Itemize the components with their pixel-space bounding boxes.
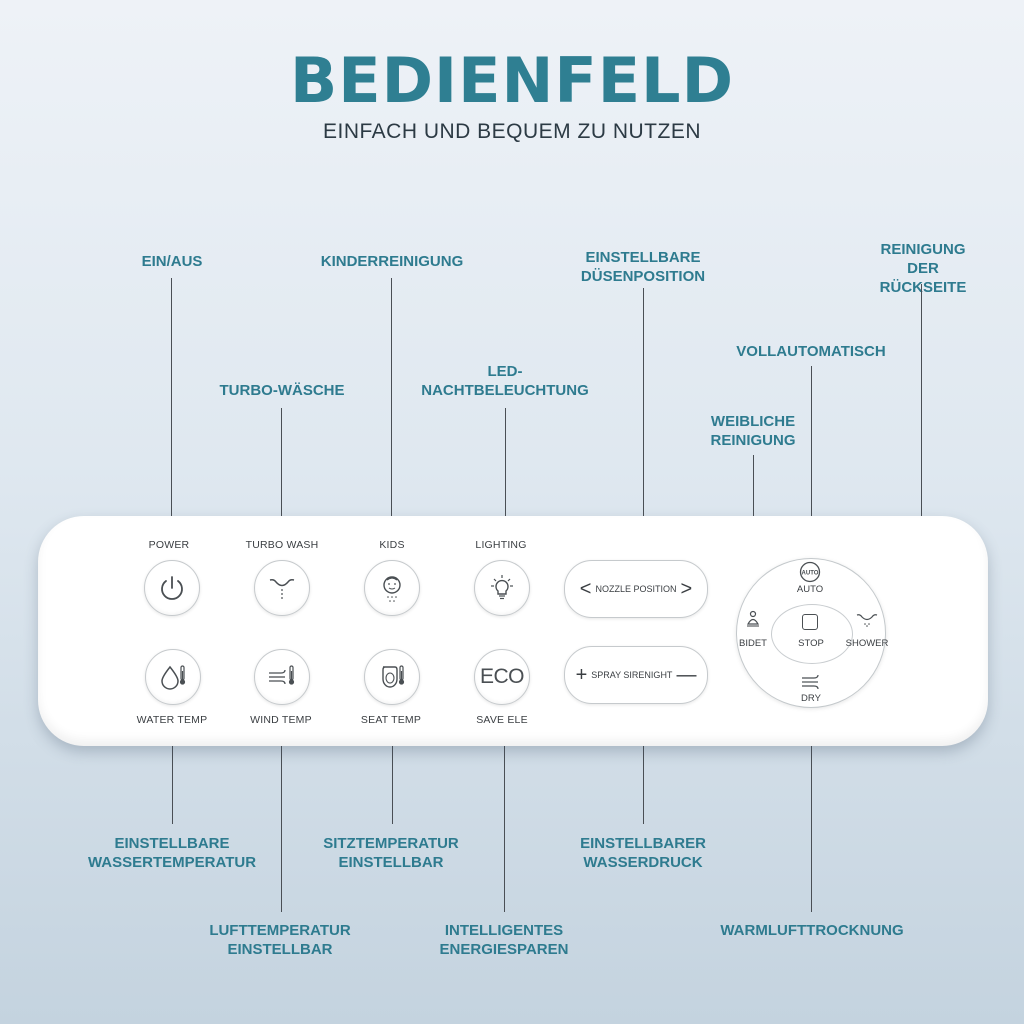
turbo-wash-icon — [269, 579, 295, 599]
leader-save-ele — [504, 738, 505, 912]
water-temp-button[interactable] — [145, 649, 201, 705]
nozzle-position-button[interactable]: < NOZZLE POSITION > — [564, 560, 708, 618]
leader-nozzle-position — [643, 288, 644, 550]
callout-nozzle-position: EINSTELLBARE DÜSENPOSITION — [580, 249, 706, 285]
bidet-label: BIDET — [739, 638, 767, 649]
callout-spray: EINSTELLBARER WASSERDRUCK — [580, 835, 706, 871]
kids-label: KIDS — [379, 539, 405, 551]
seat-thermometer-icon — [382, 665, 405, 688]
leader-wind-temp — [281, 738, 282, 912]
minus-icon: — — [676, 664, 697, 686]
auto-label: AUTO — [796, 584, 824, 595]
leader-lighting — [505, 408, 506, 538]
eco-text: ECO — [479, 665, 525, 688]
stop-icon — [802, 614, 818, 630]
callout-auto: VOLLAUTOMATISCH — [736, 343, 886, 360]
leader-turbo-wash — [281, 408, 282, 538]
lighting-label: LIGHTING — [475, 539, 527, 551]
turbo-wash-label: TURBO WASH — [245, 539, 319, 551]
leader-seat-temp — [392, 738, 393, 824]
water-temp-label: WATER TEMP — [136, 714, 208, 726]
spray-text: SPRAY SIRENIGHT — [591, 670, 673, 680]
water-drop-thermometer-icon — [161, 665, 186, 690]
leader-kids — [391, 278, 392, 538]
callout-turbo-wash: TURBO-WÄSCHE — [219, 382, 345, 399]
dry-icon[interactable] — [800, 673, 822, 691]
spray-pressure-button[interactable]: + SPRAY SIRENIGHT — — [564, 646, 708, 704]
callout-seat-temp: SITZTEMPERATUR EINSTELLBAR — [323, 835, 459, 871]
callout-wind-temp: LUFTTEMPERATUR EINSTELLBAR — [209, 922, 351, 958]
lightbulb-icon — [491, 575, 513, 600]
auto-icon-text: AUTO — [802, 571, 819, 577]
shower-icon[interactable] — [855, 610, 879, 628]
chevron-left-icon: < — [579, 578, 592, 600]
plus-icon: + — [575, 664, 588, 686]
stop-label: STOP — [798, 638, 824, 649]
nozzle-position-text: NOZZLE POSITION — [595, 584, 677, 594]
power-icon — [161, 576, 183, 600]
callout-save-ele: INTELLIGENTES ENERGIESPAREN — [439, 922, 569, 958]
callout-dry: WARMLUFTTROCKNUNG — [720, 922, 904, 939]
save-ele-label: SAVE ELE — [476, 714, 528, 726]
seat-temp-label: SEAT TEMP — [360, 714, 422, 726]
save-ele-button[interactable]: ECO — [474, 649, 530, 705]
callout-power: EIN/AUS — [141, 253, 203, 270]
lighting-button[interactable] — [474, 560, 530, 616]
power-label: POWER — [148, 539, 190, 551]
seat-temp-button[interactable] — [364, 649, 420, 705]
wind-thermometer-icon — [269, 665, 295, 685]
chevron-right-icon: > — [680, 578, 693, 600]
wind-temp-button[interactable] — [254, 649, 310, 705]
leader-shower-vertical — [921, 284, 922, 632]
leader-dry — [811, 712, 812, 912]
power-button[interactable] — [144, 560, 200, 616]
leader-spray — [643, 714, 644, 824]
bidet-icon[interactable] — [744, 610, 762, 630]
dry-label: DRY — [801, 693, 821, 704]
kids-button[interactable] — [364, 560, 420, 616]
callout-kids: KINDERREINIGUNG — [320, 253, 464, 270]
callout-shower: REINIGUNG DER RÜCKSEITE — [879, 241, 967, 296]
callout-water-temp: EINSTELLBARE WASSERTEMPERATUR — [87, 835, 257, 871]
leader-water-temp — [172, 738, 173, 824]
wind-temp-label: WIND TEMP — [250, 714, 312, 726]
turbo-wash-button[interactable] — [254, 560, 310, 616]
auto-icon[interactable]: AUTO — [799, 561, 821, 583]
callout-lighting: LED- NACHTBELEUCHTUNG — [421, 363, 589, 399]
leader-power — [171, 278, 172, 540]
page-title: BEDIENFELD — [289, 44, 735, 117]
leader-auto — [811, 366, 812, 556]
page-subtitle: EINFACH UND BEQUEM ZU NUTZEN — [322, 120, 701, 143]
stop-button[interactable] — [771, 604, 853, 664]
kids-icon — [383, 576, 401, 602]
callout-bidet: WEIBLICHE REINIGUNG — [710, 413, 796, 449]
shower-label: SHOWER — [845, 638, 889, 649]
